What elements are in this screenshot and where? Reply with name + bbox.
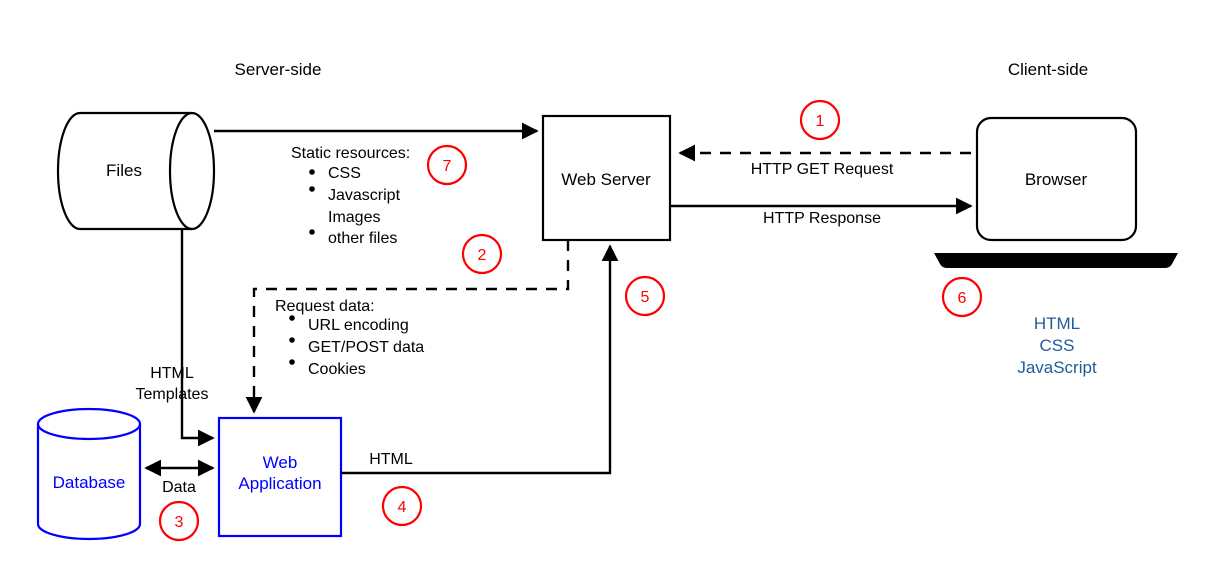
static-resources-item-1: Javascript [328, 187, 401, 204]
step-badge-number: 3 [175, 514, 184, 531]
bullet-icon [309, 186, 315, 192]
step-badge-number: 2 [478, 247, 487, 264]
database-label: Database [53, 473, 126, 492]
edge-label-html: HTML [369, 451, 413, 468]
static-resources-item-0: CSS [328, 165, 361, 182]
section-title-client-side: Client-side [1008, 60, 1088, 79]
step-badge-4[interactable]: 4 [381, 485, 423, 527]
step-badge-7[interactable]: 7 [426, 144, 468, 186]
edge-label-http-response: HTTP Response [763, 210, 881, 227]
step-badge-circle [799, 99, 841, 141]
static-resources-item-2: Images [328, 209, 380, 226]
annotation-request-data: Request data: URL encoding GET/POST data… [275, 298, 424, 378]
step-badge-circle [381, 485, 423, 527]
client-stack-item-1: CSS [1040, 336, 1075, 355]
bullet-icon [289, 315, 295, 321]
bullet-icon [309, 229, 315, 235]
node-database[interactable]: Database [36, 407, 142, 541]
step-badge-number: 5 [641, 289, 650, 306]
step-badge-number: 6 [958, 290, 967, 307]
step-badge-5[interactable]: 5 [624, 275, 666, 317]
browser-box [975, 116, 1138, 242]
static-resources-heading: Static resources: [291, 145, 410, 162]
database-cylinder-top [36, 407, 142, 441]
step-badge-circle [426, 144, 468, 186]
step-badge-circle [624, 275, 666, 317]
node-web-server[interactable]: Web Server [541, 114, 672, 242]
web-server-box [541, 114, 672, 242]
node-browser[interactable]: Browser [934, 116, 1178, 269]
edge-request-data-to-web-application [245, 240, 570, 414]
step-badge-number: 7 [443, 158, 452, 175]
annotation-static-resources: Static resources: CSS Javascript Images … [291, 145, 410, 247]
bullet-icon [289, 359, 295, 365]
step-badge-number: 4 [398, 499, 407, 516]
client-stack-list: HTML CSS JavaScript [1017, 314, 1097, 377]
edge-label-http-get-request: HTTP GET Request [751, 161, 894, 178]
step-badge-circle [158, 500, 200, 542]
node-web-application[interactable]: Web Application [217, 416, 343, 538]
web-application-label-line2: Application [238, 474, 321, 493]
web-server-label: Web Server [561, 170, 651, 189]
edge-label-html-templates-line2: Templates [136, 386, 209, 403]
web-application-box [217, 416, 343, 538]
edge-files-to-web-application [180, 229, 215, 447]
request-data-item-0: URL encoding [308, 317, 409, 334]
step-badge-number: 1 [816, 113, 825, 130]
client-stack-item-0: HTML [1034, 314, 1080, 333]
step-badge-circle [941, 276, 983, 318]
files-cylinder-cap [168, 111, 193, 231]
browser-label: Browser [1025, 170, 1088, 189]
request-data-heading: Request data: [275, 298, 375, 315]
step-badge-circle [461, 233, 503, 275]
section-title-server-side: Server-side [235, 60, 322, 79]
step-badge-3[interactable]: 3 [158, 500, 200, 542]
edge-label-html-templates-line1: HTML [150, 365, 194, 382]
step-badge-1[interactable]: 1 [799, 99, 841, 141]
database-cylinder-body [36, 424, 142, 541]
files-label: Files [106, 161, 142, 180]
static-resources-item-3: other files [328, 230, 397, 247]
laptop-base-icon [934, 253, 1178, 269]
request-data-item-1: GET/POST data [308, 339, 424, 356]
request-data-item-2: Cookies [308, 361, 366, 378]
step-badge-6[interactable]: 6 [941, 276, 983, 318]
client-stack-item-2: JavaScript [1017, 358, 1097, 377]
edge-html-to-web-server [341, 244, 619, 475]
edge-label-data: Data [162, 479, 196, 496]
bullet-icon [309, 169, 315, 175]
step-badge-2[interactable]: 2 [461, 233, 503, 275]
bullet-icon [289, 337, 295, 343]
node-files[interactable]: Files [56, 111, 216, 231]
web-application-label-line1: Web [263, 453, 298, 472]
